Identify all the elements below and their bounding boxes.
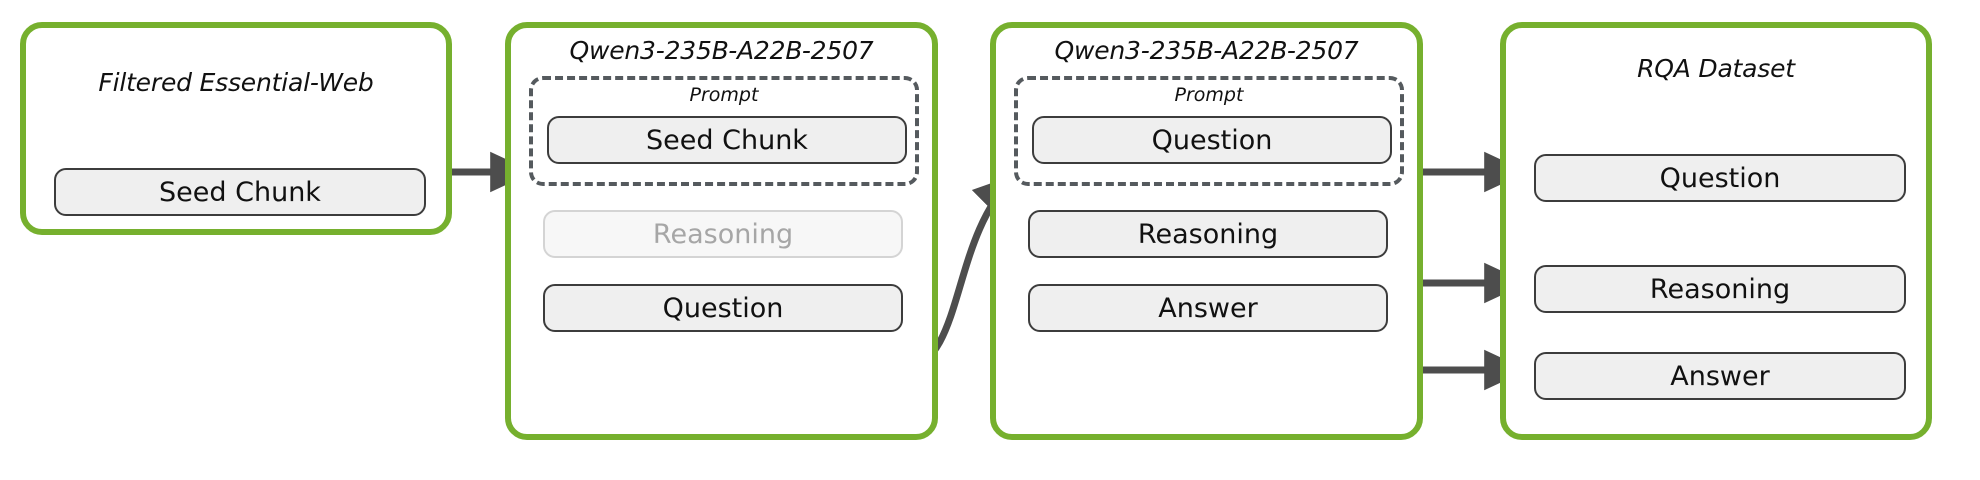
panel-title-qwen-stage-2: Qwen3-235B-A22B-2507: [1054, 36, 1359, 65]
panel-rqa-dataset: RQA Dataset Question Reasoning Answer: [1500, 22, 1932, 440]
field-prompt-seed-chunk[interactable]: Seed Chunk: [547, 116, 907, 164]
field-dataset-question[interactable]: Question: [1534, 154, 1906, 202]
field-reasoning-output[interactable]: Reasoning: [1028, 210, 1388, 258]
field-answer-output[interactable]: Answer: [1028, 284, 1388, 332]
field-dataset-answer[interactable]: Answer: [1534, 352, 1906, 400]
panel-title-rqa-dataset: RQA Dataset: [1637, 54, 1795, 83]
field-seed-chunk[interactable]: Seed Chunk: [54, 168, 426, 216]
field-question-output[interactable]: Question: [543, 284, 903, 332]
prompt-label-stage-2: Prompt: [1174, 84, 1244, 106]
prompt-label-stage-1: Prompt: [689, 84, 759, 106]
field-dataset-reasoning[interactable]: Reasoning: [1534, 265, 1906, 313]
prompt-group-stage-1: Prompt Seed Chunk: [529, 76, 919, 186]
panel-qwen-stage-1: Qwen3-235B-A22B-2507 Prompt Seed Chunk R…: [505, 22, 938, 440]
panel-title-qwen-stage-1: Qwen3-235B-A22B-2507: [569, 36, 874, 65]
panel-qwen-stage-2: Qwen3-235B-A22B-2507 Prompt Question Rea…: [990, 22, 1423, 440]
panel-filtered-essential-web: Filtered Essential-Web Seed Chunk: [20, 22, 452, 235]
prompt-group-stage-2: Prompt Question: [1014, 76, 1404, 186]
field-prompt-question[interactable]: Question: [1032, 116, 1392, 164]
panel-title-filtered-essential-web: Filtered Essential-Web: [98, 68, 374, 97]
field-reasoning-faded[interactable]: Reasoning: [543, 210, 903, 258]
